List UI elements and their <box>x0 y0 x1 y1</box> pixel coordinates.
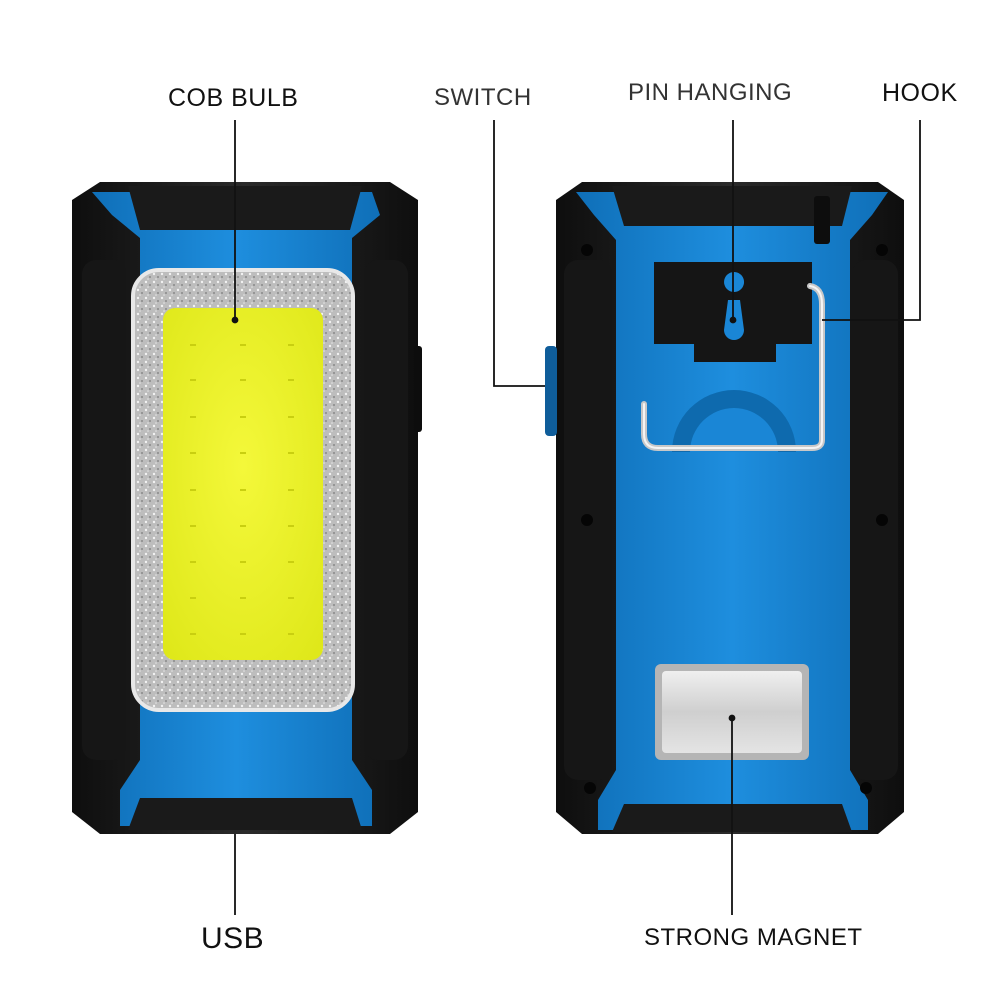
strong-magnet-label: STRONG MAGNET <box>644 924 863 951</box>
strong-magnet-face <box>662 671 802 753</box>
back-top-bumper <box>612 186 852 226</box>
pin-hanging-label: PIN HANGING <box>628 79 793 106</box>
usb-label: USB <box>201 922 265 955</box>
switch-label: SWITCH <box>434 84 532 111</box>
leader-pin-dot <box>729 316 737 324</box>
leader-switch <box>493 120 545 387</box>
hook-label: HOOK <box>882 79 958 107</box>
front-right-grip <box>364 260 408 760</box>
back-blue-housing <box>576 192 888 830</box>
leader-lines <box>231 120 921 915</box>
front-top-bumper <box>128 186 362 230</box>
front-side-nub <box>414 346 422 432</box>
back-view-device <box>545 182 904 834</box>
front-bottom-bumper <box>128 798 362 830</box>
cob-panel <box>163 308 323 660</box>
back-right-grip <box>852 260 898 780</box>
hook-clip <box>814 196 830 244</box>
leader-hook <box>822 120 921 321</box>
pin-hanging-keyhole <box>724 272 745 340</box>
leader-cob-dot <box>231 316 239 324</box>
cob-bulb-label: COB BULB <box>168 84 299 112</box>
front-left-grip <box>82 260 126 760</box>
screw-holes <box>581 244 888 794</box>
switch-button <box>545 346 557 436</box>
front-view-device <box>72 182 422 834</box>
cob-led-grid <box>190 344 294 635</box>
leader-magnet-dot <box>728 714 736 722</box>
hook-recess-inner <box>690 408 778 452</box>
metal-hook-shine <box>643 285 823 449</box>
